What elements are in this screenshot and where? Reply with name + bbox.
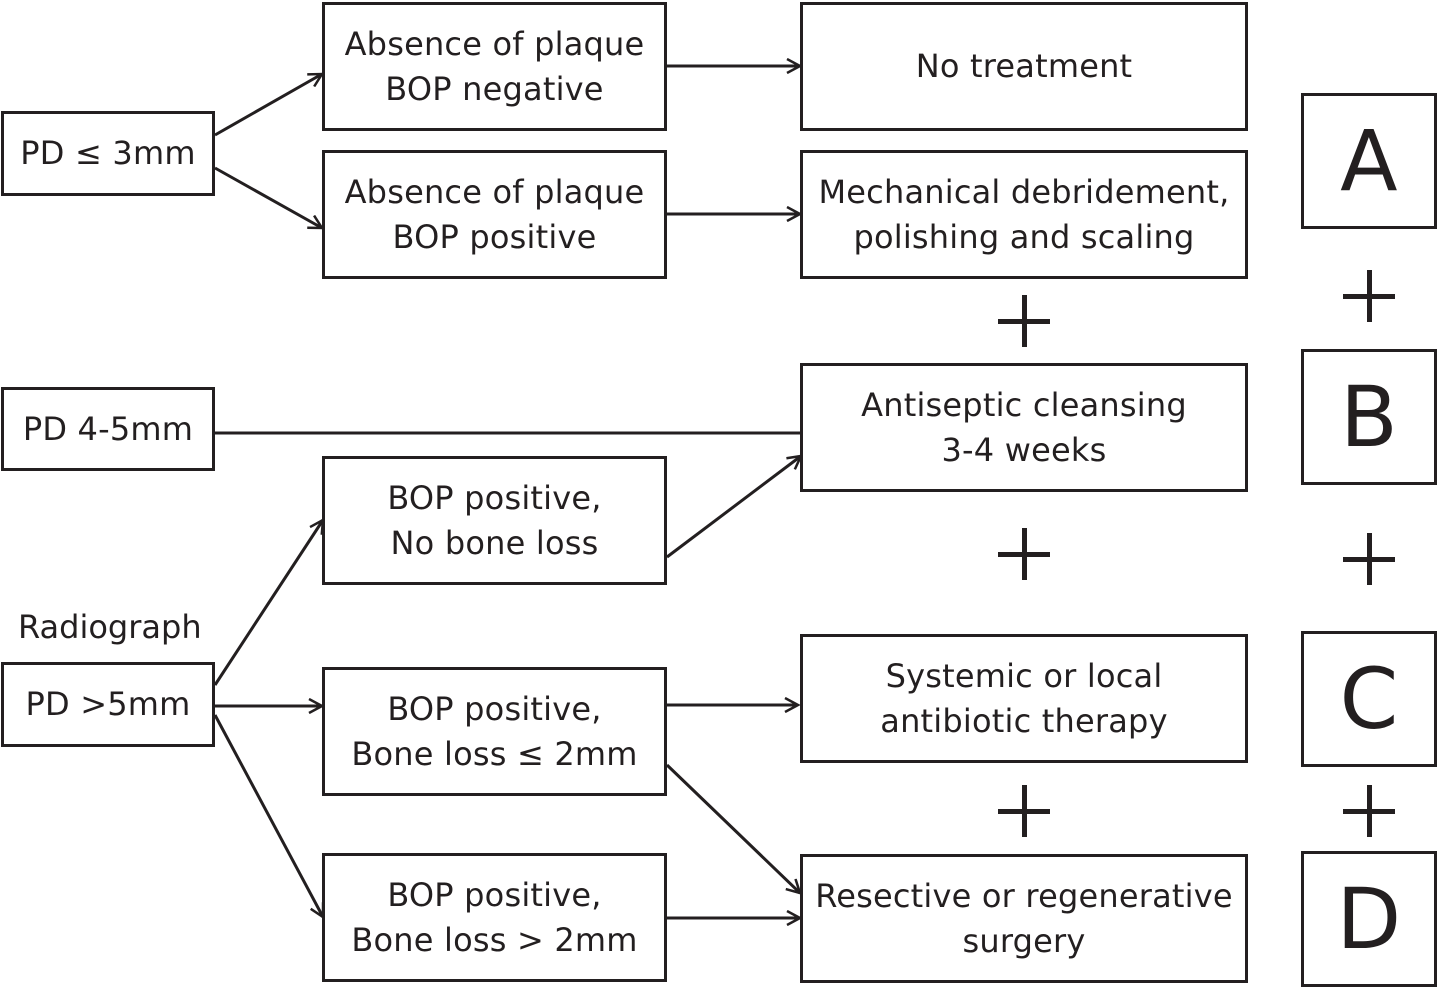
arrow-bone-loss-small-to-surgery <box>665 763 800 893</box>
plaque-positive-box: Absence of plaque BOP positive <box>322 150 667 279</box>
no-treatment-box: No treatment <box>800 2 1248 131</box>
antiseptic-cleansing-label: Antiseptic cleansing 3-4 weeks <box>861 385 1187 469</box>
bone-loss-small-box: BOP positive, Bone loss ≤ 2mm <box>322 667 667 796</box>
pd-mid-box: PD 4-5mm <box>1 387 215 471</box>
pd-large-label: PD >5mm <box>25 685 191 723</box>
plaque-negative-box: Absence of plaque BOP negative <box>322 2 667 131</box>
pd-mid-label: PD 4-5mm <box>22 409 194 448</box>
bone-loss-large-box: BOP positive, Bone loss > 2mm <box>322 853 667 982</box>
antiseptic-cleansing-box: Antiseptic cleansing 3-4 weeks <box>800 363 1248 492</box>
plaque-positive-label: Absence of plaque BOP positive <box>344 172 645 256</box>
protocol-a-box: A <box>1301 93 1437 229</box>
surgery-label: Resective or regenerative surgery <box>815 876 1233 960</box>
protocol-a-letter: A <box>1340 112 1398 210</box>
pd-small-box: PD ≤ 3mm <box>1 111 215 196</box>
radiograph-label: Radiograph <box>18 608 202 646</box>
no-treatment-label: No treatment <box>915 47 1133 85</box>
arrow-pd-small-to-plaque-positive <box>214 166 322 230</box>
mechanical-debridement-label: Mechanical debridement, polishing and sc… <box>818 172 1230 256</box>
protocol-c-box: C <box>1301 631 1437 767</box>
plus-sign <box>994 524 1054 584</box>
plus-sign <box>994 291 1054 351</box>
pd-small-label: PD ≤ 3mm <box>20 134 196 172</box>
pd-large-box: PD >5mm <box>1 662 215 747</box>
antibiotic-therapy-box: Systemic or local antibiotic therapy <box>800 634 1248 763</box>
surgery-box: Resective or regenerative surgery <box>800 854 1248 983</box>
protocol-b-letter: B <box>1340 368 1398 466</box>
bone-loss-large-label: BOP positive, Bone loss > 2mm <box>351 875 638 959</box>
arrow-no-bone-loss-to-antiseptic <box>666 456 801 559</box>
arrow-pd-large-to-bone-loss-large <box>213 714 325 917</box>
plus-sign <box>1339 529 1399 589</box>
protocol-d-letter: D <box>1336 870 1402 968</box>
plus-sign <box>994 781 1054 841</box>
protocol-b-box: B <box>1301 349 1437 485</box>
no-bone-loss-box: BOP positive, No bone loss <box>322 456 667 585</box>
protocol-c-letter: C <box>1339 650 1399 748</box>
plus-sign <box>1339 266 1399 326</box>
mechanical-debridement-box: Mechanical debridement, polishing and sc… <box>800 150 1248 279</box>
plus-sign <box>1339 781 1399 841</box>
bone-loss-small-label: BOP positive, Bone loss ≤ 2mm <box>351 689 638 773</box>
arrow-pd-large-to-no-bone-loss <box>213 520 323 686</box>
plaque-negative-label: Absence of plaque BOP negative <box>344 24 645 108</box>
arrow-pd-small-to-plaque-negative <box>214 74 322 137</box>
antibiotic-therapy-label: Systemic or local antibiotic therapy <box>880 656 1168 740</box>
protocol-d-box: D <box>1301 851 1437 987</box>
no-bone-loss-label: BOP positive, No bone loss <box>387 478 602 562</box>
